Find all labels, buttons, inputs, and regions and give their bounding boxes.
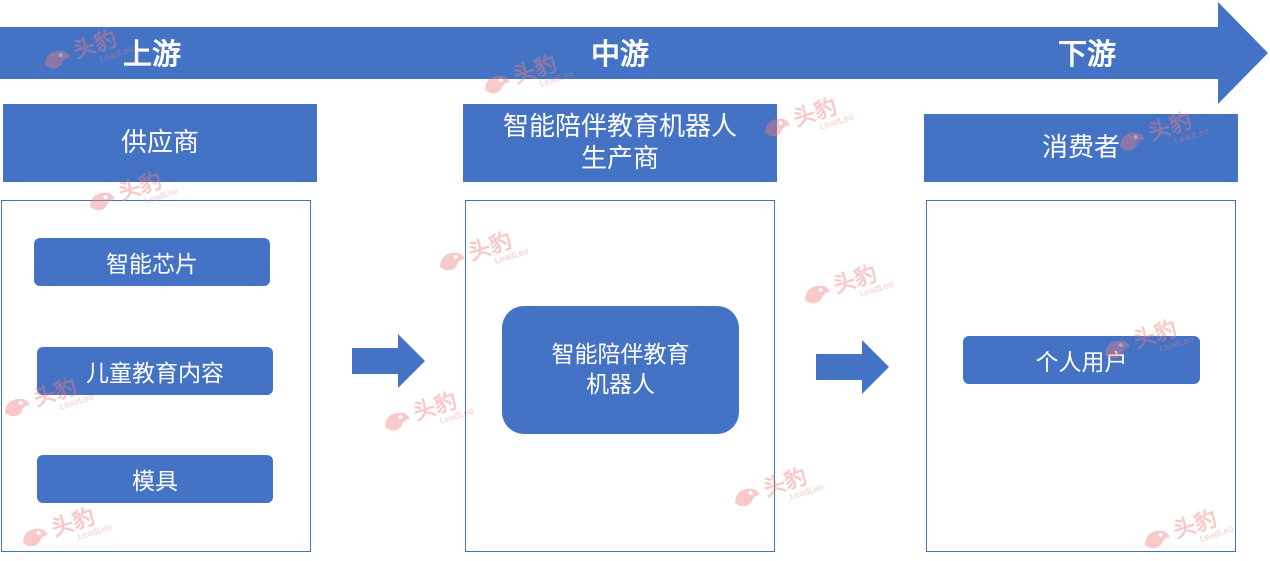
- supplier-item-chip: 智能芯片: [34, 238, 270, 286]
- manufacturer-item-robot: 智能陪伴教育 机器人: [502, 306, 739, 434]
- flow-connector-arrow-1-shape: [352, 334, 425, 388]
- manufacturer-header: 智能陪伴教育机器人 生产商: [463, 104, 777, 182]
- supplier-header: 供应商: [3, 104, 317, 182]
- consumer-item-individual-label: 个人用户: [1035, 350, 1128, 376]
- watermark-text: 头豹: [410, 388, 461, 426]
- stage-label-midstream: 中游: [591, 37, 650, 71]
- leopard-icon: [805, 285, 830, 304]
- stage-label-upstream: 上游: [123, 37, 182, 71]
- flow-connector-arrow-2-shape: [816, 340, 889, 394]
- leopard-icon: [440, 252, 465, 271]
- watermark-text: 头豹: [830, 261, 881, 299]
- flow-connector-arrow-2: [816, 340, 889, 394]
- watermark-subtext: LeadLeo: [818, 111, 855, 132]
- consumer-header: 消费者: [924, 114, 1238, 182]
- watermark-subtext: LeadLeo: [788, 481, 825, 502]
- supplier-header-label: 供应商: [120, 128, 199, 158]
- supplier-item-mold: 模具: [37, 455, 273, 503]
- leopard-icon: [385, 412, 410, 431]
- stage-label-downstream: 下游: [1058, 37, 1117, 71]
- flow-arrow: [0, 2, 1268, 104]
- supplier-item-chip-label: 智能芯片: [106, 252, 198, 278]
- supplier-item-education-content-label: 儿童教育内容: [86, 361, 224, 387]
- manufacturer-header-label: 智能陪伴教育机器人 生产商: [502, 112, 737, 174]
- manufacturer-item-robot-label: 智能陪伴教育 机器人: [551, 342, 690, 398]
- supplier-item-mold-label: 模具: [132, 469, 178, 495]
- consumer-item-individual: 个人用户: [963, 336, 1200, 384]
- supplier-item-education-content: 儿童教育内容: [37, 347, 273, 395]
- consumer-header-label: 消费者: [1041, 133, 1120, 163]
- flow-arrow-shape: [0, 2, 1268, 104]
- watermark-subtext: LeadLeo: [858, 278, 895, 299]
- flow-connector-arrow-1: [352, 334, 425, 388]
